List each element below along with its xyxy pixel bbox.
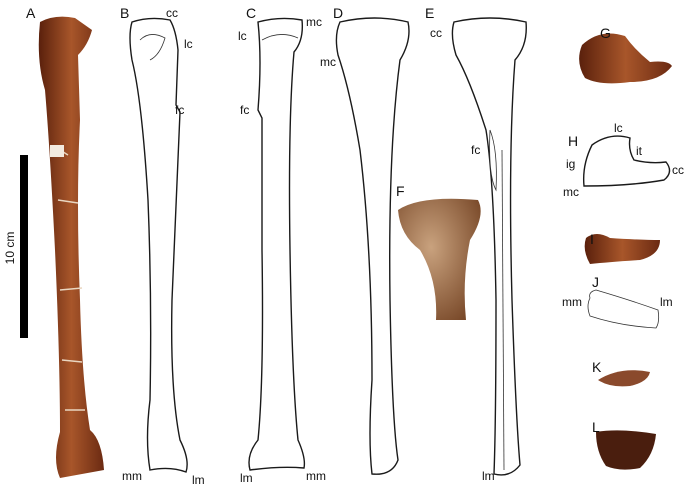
label-e-fc: fc (471, 143, 480, 157)
panel-g-photo (579, 33, 672, 84)
panel-label-f: F (396, 183, 405, 199)
panel-label-l: L (592, 419, 600, 435)
panel-label-c: C (246, 5, 256, 21)
panel-c-drawing (248, 17, 306, 471)
label-c-fc: fc (240, 103, 249, 117)
label-b-lc: lc (184, 37, 193, 51)
label-c-mm: mm (306, 469, 326, 483)
panel-label-b: B (120, 5, 129, 21)
label-h-lc: lc (614, 121, 623, 135)
label-c-lc: lc (238, 29, 247, 43)
panel-e-drawing (451, 17, 527, 476)
label-c-lm: lm (240, 471, 253, 485)
label-b-fc: fc (175, 103, 184, 117)
panel-label-k: K (592, 359, 602, 375)
label-e-lm: lm (482, 469, 495, 483)
scale-bar-label: 10 cm (3, 232, 17, 265)
panel-label-d: D (333, 5, 343, 21)
label-c-mc: mc (306, 15, 322, 29)
label-b-lm: lm (192, 473, 205, 487)
label-e-cc: cc (430, 26, 442, 40)
label-h-cc: cc (672, 163, 684, 177)
panel-label-g: G (600, 25, 611, 41)
label-b-mm: mm (122, 469, 142, 483)
panel-i-photo (584, 234, 660, 264)
panel-j-drawing (587, 289, 660, 329)
panel-h-drawing (582, 135, 671, 187)
scale-bar (20, 155, 28, 338)
panel-l-photo (596, 430, 656, 470)
label-h-it: it (636, 144, 643, 158)
panel-label-j: J (592, 274, 599, 290)
label-j-lm: lm (660, 295, 673, 309)
panel-d-drawing (335, 17, 410, 475)
panel-a-photo (38, 16, 105, 479)
label-h-mc: mc (563, 185, 579, 199)
panel-label-h: H (568, 133, 578, 149)
label-j-mm: mm (562, 295, 582, 309)
label-b-cc: cc (166, 6, 178, 20)
panel-b-drawing (129, 17, 188, 473)
panel-label-a: A (26, 5, 36, 21)
panel-f-photo (398, 198, 481, 320)
panel-label-i: I (590, 231, 594, 247)
panel-k-photo (598, 370, 650, 387)
label-h-ig: ig (566, 157, 575, 171)
panel-label-e: E (425, 5, 434, 21)
label-d-mc: mc (320, 55, 336, 69)
